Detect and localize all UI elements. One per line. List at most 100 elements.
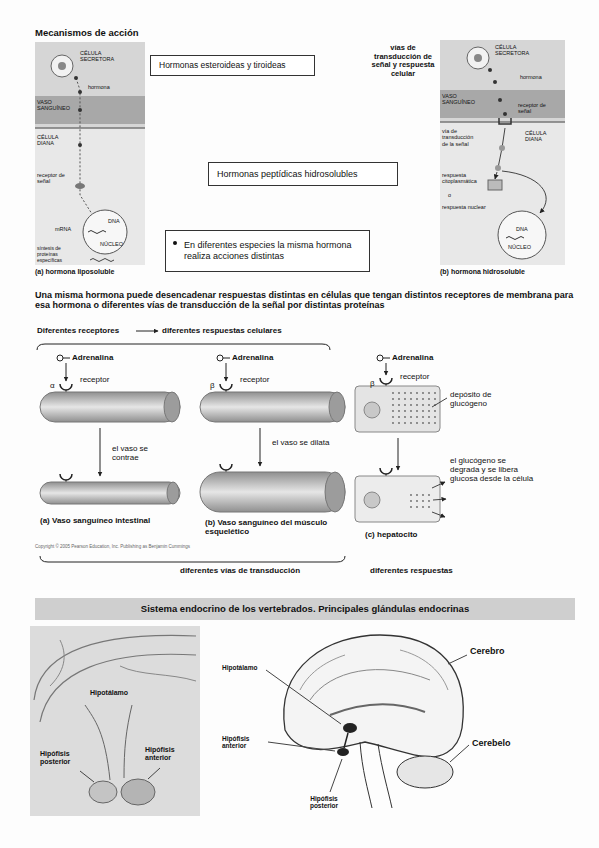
bracket-label: diferentes vías de transducción <box>180 566 300 575</box>
dilated-vessel <box>200 472 345 512</box>
brain-fold <box>120 666 196 681</box>
leader-line <box>432 398 447 407</box>
nucleus <box>498 211 546 259</box>
adrenaline-molecule <box>57 355 63 361</box>
part-label: síntesis de proteínas específicas <box>37 246 83 263</box>
receptor-symbol <box>499 118 511 124</box>
cell-membrane <box>440 121 565 123</box>
part-label: DNA <box>108 218 120 224</box>
part-label: VASO SANGUÍNEO <box>37 99 69 112</box>
page-title: Mecanismos de acción <box>35 28 138 39</box>
cell-nucleus <box>474 54 482 62</box>
response-label: el glucógeno se degrada y se libera gluc… <box>450 456 534 484</box>
part-label: DNA <box>516 226 528 232</box>
hepatocyte <box>355 386 440 432</box>
arrow <box>260 428 261 466</box>
arrow <box>66 363 67 381</box>
part-label: Hipófisis posterior <box>300 795 348 810</box>
part-label: Hipófisis posterior <box>40 750 88 766</box>
panel-caption: (c) hepatocito <box>365 530 417 539</box>
arrow <box>386 363 387 375</box>
transduction-path <box>498 128 505 168</box>
part-label: depósito de glucógeno <box>450 390 512 408</box>
pituitary-stalk <box>124 705 132 778</box>
relay-protein <box>499 145 505 151</box>
figure-caption: (b) hormona hidrosoluble <box>440 268 525 276</box>
part-label: receptor <box>240 375 269 384</box>
cell-nucleus <box>364 492 380 508</box>
hormone-dot <box>488 68 492 72</box>
brain-fold <box>310 670 430 700</box>
panel-caption: (b) Vaso sanguíneo del músculo esqueléti… <box>205 518 340 536</box>
node-text: Sistema endocrino de los vertebrados. Pr… <box>43 603 567 614</box>
glycogen-granules <box>408 490 430 510</box>
brain-outline <box>34 635 196 700</box>
bracket <box>40 556 345 562</box>
bracket-label: diferentes respuestas <box>370 566 453 575</box>
brain-fold <box>300 655 345 690</box>
hormone-dot <box>74 76 78 80</box>
section-band: Sistema endocrino de los vertebrados. Pr… <box>35 598 575 620</box>
response-label: el vaso se contrae <box>112 444 172 462</box>
blood-vessel <box>35 96 145 124</box>
panel-caption: (a) Vaso sanguíneo intestinal <box>40 516 160 525</box>
response-label: el vaso se dilata <box>272 438 332 447</box>
part-label: mRNA <box>55 226 71 232</box>
glycogen-granules <box>390 390 436 428</box>
cerebellum <box>397 756 453 788</box>
molecule-label: Adrenalina <box>392 353 433 362</box>
part-label: respuesta citoplasmática <box>442 172 486 185</box>
part-label: Cerebelo <box>472 738 511 748</box>
figure-ground <box>30 626 200 816</box>
receptor-type: α <box>50 381 55 390</box>
section-heading: Una misma hormona puede desencadenar res… <box>35 290 575 311</box>
bracket-label: diferentes respuestas celulares <box>162 326 282 335</box>
receptor-symbol <box>220 464 232 470</box>
hormone-dot <box>78 108 82 112</box>
part-label: Hipófisis anterior <box>145 746 195 762</box>
part-label: Cerebro <box>470 646 505 656</box>
adrenaline-molecule <box>63 358 70 359</box>
figure-ground <box>440 40 565 265</box>
part-label: NÚCLEO <box>508 244 531 250</box>
vessel-opening <box>164 392 180 422</box>
part-label: receptor de señal <box>518 102 558 115</box>
cytoplasmic-response <box>488 180 502 190</box>
arrow <box>495 172 497 179</box>
arrow <box>398 438 399 470</box>
adrenaline-molecule <box>223 358 230 359</box>
receptor-symbol <box>220 384 232 390</box>
text-box: Hormonas peptídicas hidrosolubles <box>208 162 398 186</box>
dna-strand <box>88 231 106 234</box>
leader-line <box>266 670 341 724</box>
hormone-dot <box>503 112 507 116</box>
corpus-callosum <box>330 704 425 715</box>
anterior-pituitary <box>121 779 155 805</box>
bracket-label: Diferentes receptores <box>37 326 119 335</box>
receptor-symbol <box>380 378 392 384</box>
text-box: Hormonas esteroideas y tiroideas <box>150 55 315 76</box>
hormone-dot <box>493 80 497 84</box>
nucleus <box>83 210 127 254</box>
cell-nucleus <box>58 62 66 70</box>
part-label: respuesta nuclear <box>442 204 486 210</box>
glucose-arrow <box>433 499 446 500</box>
hormone-dot <box>78 90 82 94</box>
receptor-symbol <box>60 384 72 390</box>
pituitary <box>337 748 349 756</box>
hormone-dot <box>78 143 82 147</box>
hepatocyte <box>355 476 440 522</box>
dna-strand <box>506 237 524 240</box>
contracted-vessel <box>40 482 180 504</box>
secretory-cell <box>467 47 489 69</box>
brainstem <box>378 744 392 808</box>
cell-nucleus <box>364 402 380 418</box>
arrow <box>502 171 546 213</box>
leader-line <box>80 771 94 782</box>
part-label: hormona <box>520 74 542 80</box>
hormone-path <box>76 78 92 214</box>
brain-fold <box>50 640 64 686</box>
hormone-dot <box>498 98 502 102</box>
